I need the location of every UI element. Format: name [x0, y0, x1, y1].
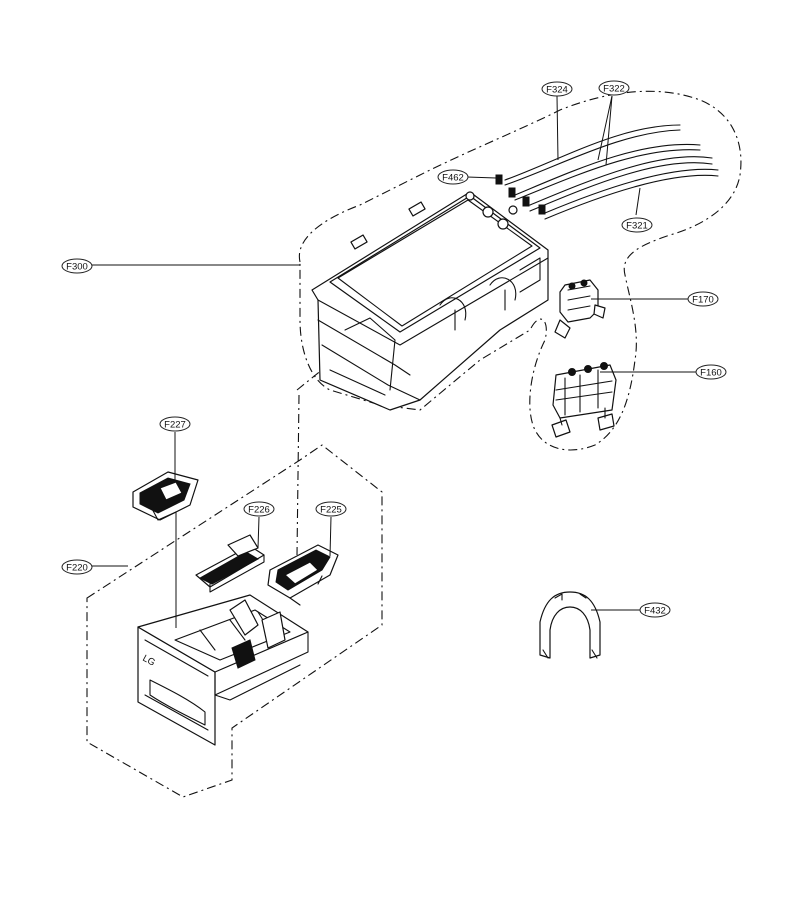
callout-f225: F225	[315, 501, 347, 517]
support-f432	[539, 591, 601, 659]
svg-text:F324: F324	[546, 85, 568, 96]
hose-f321	[544, 168, 719, 214]
callout-f321: F321	[621, 217, 653, 233]
valve-f170	[554, 279, 606, 339]
svg-text:LG: LG	[141, 653, 157, 669]
dispenser-box-f300	[311, 191, 549, 411]
svg-text:F226: F226	[248, 505, 270, 516]
svg-text:F220: F220	[66, 563, 88, 574]
svg-text:F300: F300	[66, 262, 88, 273]
clamp-f462-3	[522, 196, 530, 207]
callout-f226: F226	[243, 501, 275, 517]
valve-f160	[551, 362, 617, 438]
upper-assembly-group-outline	[298, 90, 742, 451]
svg-text:F432: F432	[644, 606, 666, 617]
hose-f322-a	[514, 143, 701, 196]
svg-text:F227: F227	[164, 420, 186, 431]
svg-text:F322: F322	[603, 84, 625, 95]
svg-text:F170: F170	[692, 295, 714, 306]
callout-f227: F227	[159, 416, 191, 432]
drawer-group-outline	[86, 444, 383, 798]
cap-f226	[195, 534, 265, 593]
callout-f322: F322	[598, 80, 630, 96]
cover-f225	[267, 544, 339, 606]
callout-f170: F170	[687, 291, 719, 307]
callout-f300: F300	[61, 258, 93, 274]
svg-text:F462: F462	[442, 173, 464, 184]
callout-f160: F160	[695, 364, 727, 380]
clamp-f462-1	[495, 174, 503, 185]
hoses-group	[495, 124, 719, 220]
drawer-f220: LG	[137, 594, 309, 746]
svg-text:F321: F321	[626, 221, 648, 232]
svg-text:F225: F225	[320, 505, 342, 516]
callout-f462: F462	[437, 169, 469, 185]
callout-f432: F432	[639, 602, 671, 618]
hose-f324	[504, 124, 681, 181]
hose-f322-b	[529, 156, 713, 206]
connector-line-drawer	[296, 394, 300, 556]
clamp-f462-4	[538, 204, 546, 215]
callout-f324: F324	[541, 81, 573, 97]
svg-text:F160: F160	[700, 368, 722, 379]
callout-f220: F220	[61, 559, 93, 575]
clamp-f462-2	[508, 187, 516, 198]
cover-f227	[132, 471, 199, 521]
